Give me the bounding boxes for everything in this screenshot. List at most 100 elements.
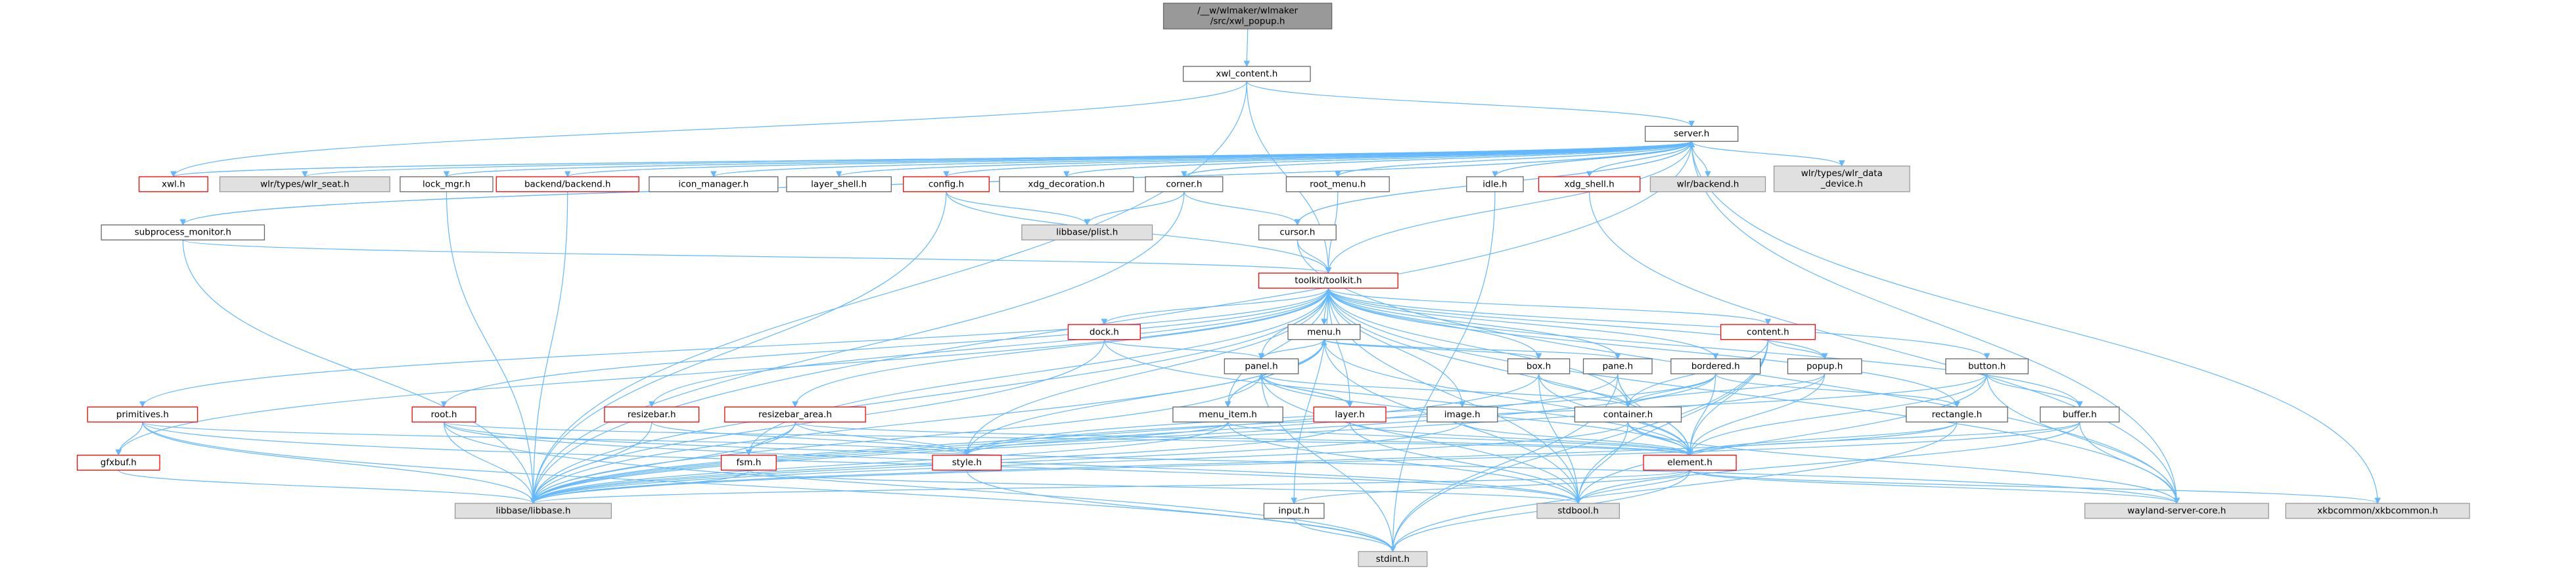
edge-toolkit-to-bordered bbox=[1327, 288, 1719, 359]
node-corner[interactable]: corner.h bbox=[1145, 176, 1224, 193]
node-content[interactable]: content.h bbox=[1720, 324, 1816, 340]
node-xkbcommon[interactable]: xkbcommon/xkbcommon.h bbox=[2285, 503, 2470, 519]
node-icon_manager-box bbox=[649, 176, 779, 193]
edge-image-to-element bbox=[1461, 421, 1693, 456]
node-menu[interactable]: menu.h bbox=[1287, 324, 1361, 340]
node-content-box bbox=[1720, 324, 1816, 340]
node-subprocess_monitor[interactable]: subprocess_monitor.h bbox=[101, 224, 265, 241]
edge-toolkit-to-fsm bbox=[745, 288, 1329, 456]
node-xwl_content[interactable]: xwl_content.h bbox=[1182, 66, 1311, 82]
node-wlr_seat-label: wlr/types/wlr_seat.h bbox=[260, 179, 349, 189]
node-panel[interactable]: panel.h bbox=[1224, 358, 1299, 375]
edge-lock_mgr-to-libbase bbox=[446, 191, 537, 505]
node-xwl_content-label: xwl_content.h bbox=[1216, 68, 1277, 79]
node-bordered[interactable]: bordered.h bbox=[1670, 358, 1761, 375]
edge-toolkit-to-menu_item bbox=[1224, 288, 1329, 408]
node-idle[interactable]: idle.h bbox=[1466, 176, 1524, 193]
node-wlr_data_device-label: wlr/types/wlr_data bbox=[1801, 168, 1883, 179]
edge-toolkit-to-dock bbox=[1101, 288, 1329, 325]
edge-fsm-to-stdbool bbox=[748, 470, 1582, 505]
node-wayland_server_core[interactable]: wayland-server-core.h bbox=[2084, 503, 2269, 519]
edge-popup-to-element bbox=[1686, 373, 1826, 456]
node-subprocess_monitor-label: subprocess_monitor.h bbox=[135, 227, 231, 238]
node-gfxbuf-label: gfxbuf.h bbox=[101, 457, 137, 468]
node-style-label: style.h bbox=[952, 457, 982, 468]
node-popup[interactable]: popup.h bbox=[1787, 358, 1862, 375]
node-resizebar-label: resizebar.h bbox=[628, 409, 676, 420]
node-input[interactable]: input.h bbox=[1263, 503, 1325, 519]
edge-toolkit-to-resizebar bbox=[649, 288, 1329, 408]
edge-content-to-element bbox=[1686, 339, 1769, 456]
node-stdint-box bbox=[1358, 551, 1428, 567]
edge-pane-to-stdint bbox=[1389, 373, 1619, 553]
node-buffer-box bbox=[2039, 406, 2120, 423]
node-toolkit[interactable]: toolkit/toolkit.h bbox=[1258, 272, 1398, 289]
node-element[interactable]: element.h bbox=[1643, 455, 1737, 471]
edge-rectangle-to-stdint bbox=[1389, 422, 1958, 553]
node-lock_mgr-label: lock_mgr.h bbox=[423, 179, 471, 189]
edge-gfxbuf-to-libbase bbox=[118, 470, 537, 505]
edge-element-to-xkbcommon bbox=[1689, 470, 2381, 505]
node-input-box bbox=[1263, 503, 1325, 519]
node-container[interactable]: container.h bbox=[1574, 406, 1682, 423]
node-config[interactable]: config.h bbox=[902, 176, 990, 193]
node-cursor[interactable]: cursor.h bbox=[1258, 224, 1337, 241]
node-button[interactable]: button.h bbox=[1945, 358, 2029, 375]
edge-toolkit-to-pane bbox=[1327, 288, 1621, 359]
node-stdint[interactable]: stdint.h bbox=[1358, 551, 1428, 567]
node-xdg_decoration[interactable]: xdg_decoration.h bbox=[999, 176, 1134, 193]
node-dock[interactable]: dock.h bbox=[1067, 324, 1141, 340]
node-xwl[interactable]: xwl.h bbox=[139, 176, 208, 193]
node-primitives[interactable]: primitives.h bbox=[87, 406, 198, 423]
node-lock_mgr[interactable]: lock_mgr.h bbox=[400, 176, 494, 193]
node-server[interactable]: server.h bbox=[1644, 126, 1739, 142]
node-button-label: button.h bbox=[1968, 361, 2006, 371]
node-resizebar[interactable]: resizebar.h bbox=[604, 406, 700, 423]
edge-xdg_shell-to-server bbox=[1589, 141, 1695, 177]
node-root-label: /__w/wlmaker/wlmaker bbox=[1197, 5, 1298, 16]
node-layer_shell[interactable]: layer_shell.h bbox=[786, 176, 892, 193]
node-plist[interactable]: libbase/plist.h bbox=[1021, 224, 1153, 241]
node-fsm[interactable]: fsm.h bbox=[720, 455, 777, 471]
node-icon_manager[interactable]: icon_manager.h bbox=[649, 176, 779, 193]
edge-layer-to-stdbool bbox=[1349, 422, 1582, 505]
node-stdbool[interactable]: stdbool.h bbox=[1536, 503, 1621, 519]
node-resizebar_area[interactable]: resizebar_area.h bbox=[724, 406, 866, 423]
node-wlr_seat[interactable]: wlr/types/wlr_seat.h bbox=[219, 176, 390, 193]
node-root_menu[interactable]: root_menu.h bbox=[1285, 176, 1390, 193]
node-pane-box bbox=[1582, 358, 1653, 375]
edge-toolkit-to-layer bbox=[1327, 288, 1353, 408]
node-xdg_shell[interactable]: xdg_shell.h bbox=[1538, 176, 1641, 193]
node-root_menu-label: root_menu.h bbox=[1310, 179, 1366, 189]
node-wlr_backend-label: wlr/backend.h bbox=[1677, 179, 1739, 189]
node-style[interactable]: style.h bbox=[932, 455, 1002, 471]
node-backend-box bbox=[495, 176, 639, 193]
node-gfxbuf[interactable]: gfxbuf.h bbox=[76, 455, 160, 471]
node-backend[interactable]: backend/backend.h bbox=[495, 176, 639, 193]
node-libbase[interactable]: libbase/libbase.h bbox=[454, 503, 612, 519]
node-server-label: server.h bbox=[1674, 129, 1709, 139]
node-image[interactable]: image.h bbox=[1427, 406, 1498, 423]
node-root[interactable]: /__w/wlmaker/wlmaker/src/xwl_popup.h bbox=[1162, 3, 1333, 30]
edge-toolkit-to-rectangle bbox=[1327, 288, 1960, 408]
edge-xwl_content-to-server bbox=[1246, 81, 1695, 127]
edge-container-to-wayland_server_core bbox=[1627, 422, 2180, 505]
node-cursor-label: cursor.h bbox=[1279, 227, 1315, 238]
node-wlr_data_device[interactable]: wlr/types/wlr_data_device.h bbox=[1773, 165, 1910, 193]
node-layer[interactable]: layer.h bbox=[1313, 406, 1387, 423]
node-root_h[interactable]: root.h bbox=[411, 406, 476, 423]
node-box[interactable]: box.h bbox=[1507, 358, 1571, 375]
node-config-label: config.h bbox=[929, 179, 964, 189]
node-gfxbuf-box bbox=[76, 455, 160, 471]
node-menu_item[interactable]: menu_item.h bbox=[1172, 406, 1283, 423]
node-pane[interactable]: pane.h bbox=[1582, 358, 1653, 375]
node-libbase-label: libbase/libbase.h bbox=[495, 505, 570, 516]
edge-backend-to-libbase bbox=[530, 191, 568, 505]
edge-resizebar_area-to-libbase bbox=[530, 422, 796, 505]
node-wlr_backend[interactable]: wlr/backend.h bbox=[1649, 176, 1766, 193]
node-rectangle[interactable]: rectangle.h bbox=[1906, 406, 2008, 423]
node-buffer[interactable]: buffer.h bbox=[2039, 406, 2120, 423]
edge-config-to-server bbox=[946, 141, 1695, 177]
edge-content-to-stdint bbox=[1389, 339, 1769, 553]
edge-menu_item-to-style bbox=[963, 421, 1229, 456]
